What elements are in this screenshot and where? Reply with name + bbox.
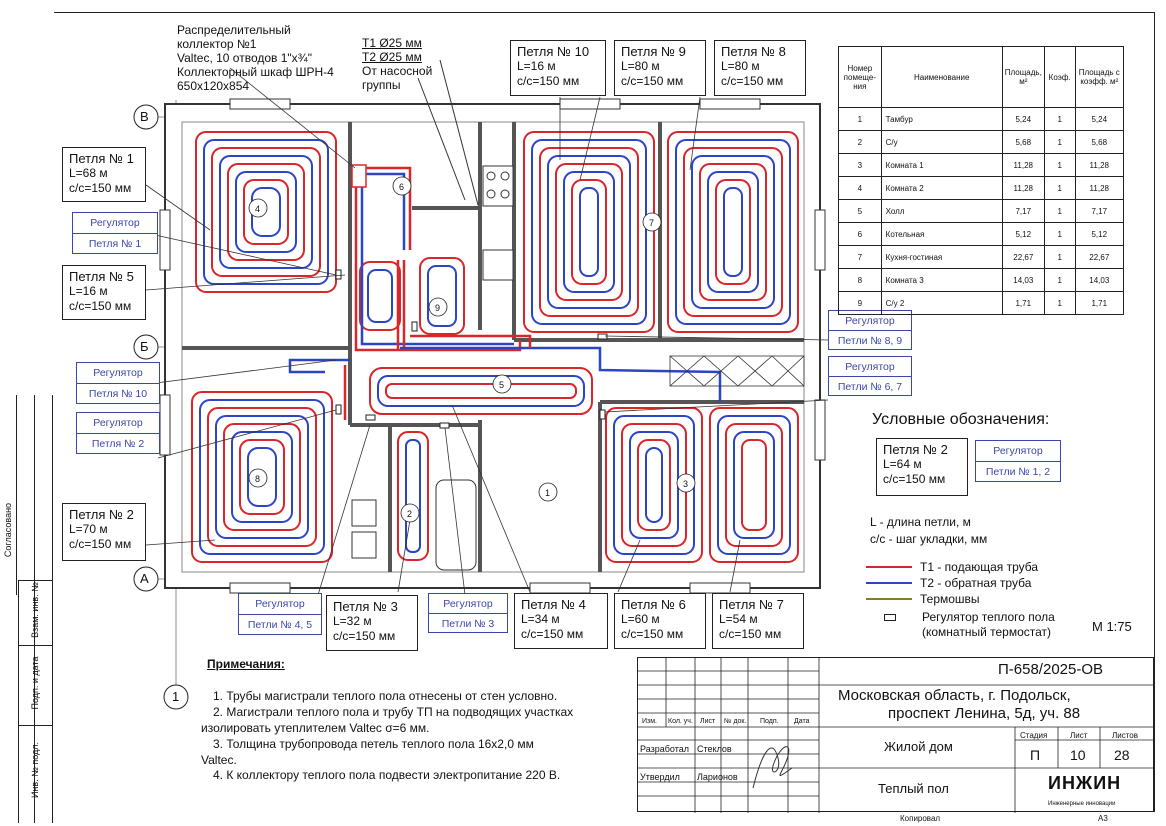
scale-label: М 1:75 <box>1092 619 1132 634</box>
note-2a: 2. Магистрали теплого пола и трубу ТП на… <box>213 705 574 719</box>
room-number-8: 8 <box>255 474 261 484</box>
stamp-sheet-header: Лист <box>1070 731 1088 740</box>
title-block: Изм. Кол. уч. Лист № док. Подп. Дата Раз… <box>637 657 1155 813</box>
stamp-dev-name: Стеклов <box>697 744 732 754</box>
title-block-grid <box>638 658 1155 813</box>
note-3a: 3. Толщина трубопровода петель теплого п… <box>213 737 534 751</box>
stamp-address-1: Московская область, г. Подольск, <box>838 687 1071 704</box>
axis-1: 1 <box>172 689 180 704</box>
frame-top <box>54 12 1154 13</box>
room-table-header: Номер помеще-ния Наименование Площадь, м… <box>838 46 1125 108</box>
collector-desc: Распределительный коллектор №1 Valtec, 1… <box>177 23 334 93</box>
legend-title: Условные обозначения: <box>872 411 1050 428</box>
legend-supply-line <box>866 566 912 568</box>
legend-return-text: T2 - обратная труба <box>920 576 1032 590</box>
note-2b: изолировать утеплителем Valtec σ=6 мм. <box>201 721 430 735</box>
stamp-stage-header: Стадия <box>1020 731 1048 740</box>
legend-regulator-text1: Регулятор теплого пола <box>922 610 1055 624</box>
stamp-dev-label: Разработал <box>640 744 689 754</box>
stamp-sheets: 28 <box>1114 747 1130 763</box>
stamp-col-kol: Кол. уч. <box>668 718 693 725</box>
axis-b: Б <box>140 339 149 354</box>
copied-label: Копировал <box>900 814 941 823</box>
legend-cc-desc: c/c - шаг укладки, мм <box>870 532 988 546</box>
legend-joint-text: Термошвы <box>920 592 980 606</box>
stamp-code: П-658/2025-ОВ <box>998 661 1104 678</box>
room-number-7: 7 <box>649 218 655 228</box>
room-table: Номер помеще-ния Наименование Площадь, м… <box>838 46 1125 315</box>
stamp-col-list: Лист <box>700 718 716 725</box>
stamp-app-label: Утвердил <box>640 772 680 782</box>
room-number-3: 3 <box>683 479 689 489</box>
stamp-sheet: 10 <box>1070 747 1086 763</box>
signature-icon <box>752 746 793 789</box>
logo-sub: Инженерные инновации <box>1048 801 1116 807</box>
format-label: А3 <box>1098 814 1108 823</box>
legend-l-desc: L - длина петли, м <box>870 515 971 529</box>
stamp-col-doc: № док. <box>724 718 747 725</box>
notes-title: Примечания: <box>207 657 285 671</box>
room-number-4: 4 <box>255 204 261 214</box>
side-stamp: Согласовано Взам. инв. № Подп. и дата Ин… <box>0 395 53 823</box>
legend-regulator-text2: (комнатный термостат) <box>922 625 1052 639</box>
room-number-9: 9 <box>435 303 441 313</box>
stamp-stage: П <box>1030 747 1041 763</box>
room-number-6: 6 <box>399 182 405 192</box>
legend-regulator-icon <box>884 614 896 621</box>
logo: ИНЖИН <box>1048 773 1122 793</box>
pump-pipes: T1 Ø25 мм T2 Ø25 мм От насосной группы <box>362 36 433 92</box>
room-number-5: 5 <box>499 380 505 390</box>
stamp-col-sign: Подп. <box>760 718 779 725</box>
stamp-sheet-title: Теплый пол <box>878 781 949 796</box>
room-number-1: 1 <box>545 488 551 498</box>
note-1: 1. Трубы магистрали теплого пола отнесен… <box>213 689 558 703</box>
stamp-sheets-header: Листов <box>1112 731 1138 740</box>
room-number-2: 2 <box>407 509 413 519</box>
legend-supply-text: T1 - подающая труба <box>920 560 1039 574</box>
frame-right <box>1154 12 1155 812</box>
legend-return-line <box>866 582 912 584</box>
stamp-address-2: проспект Ленина, 5д, уч. 88 <box>888 705 1081 722</box>
stamp-col-date: Дата <box>794 718 810 725</box>
axis-a: А <box>140 571 149 586</box>
note-3b: Valtec. <box>201 753 237 767</box>
note-4: 4. К коллектору теплого пола подвести эл… <box>213 768 561 782</box>
legend-joint-line <box>866 598 912 600</box>
stamp-app-name: Ларионов <box>697 772 738 782</box>
stamp-col-izm: Изм. <box>642 718 657 725</box>
axis-v: В <box>140 109 149 124</box>
stamp-object: Жилой дом <box>884 739 953 754</box>
